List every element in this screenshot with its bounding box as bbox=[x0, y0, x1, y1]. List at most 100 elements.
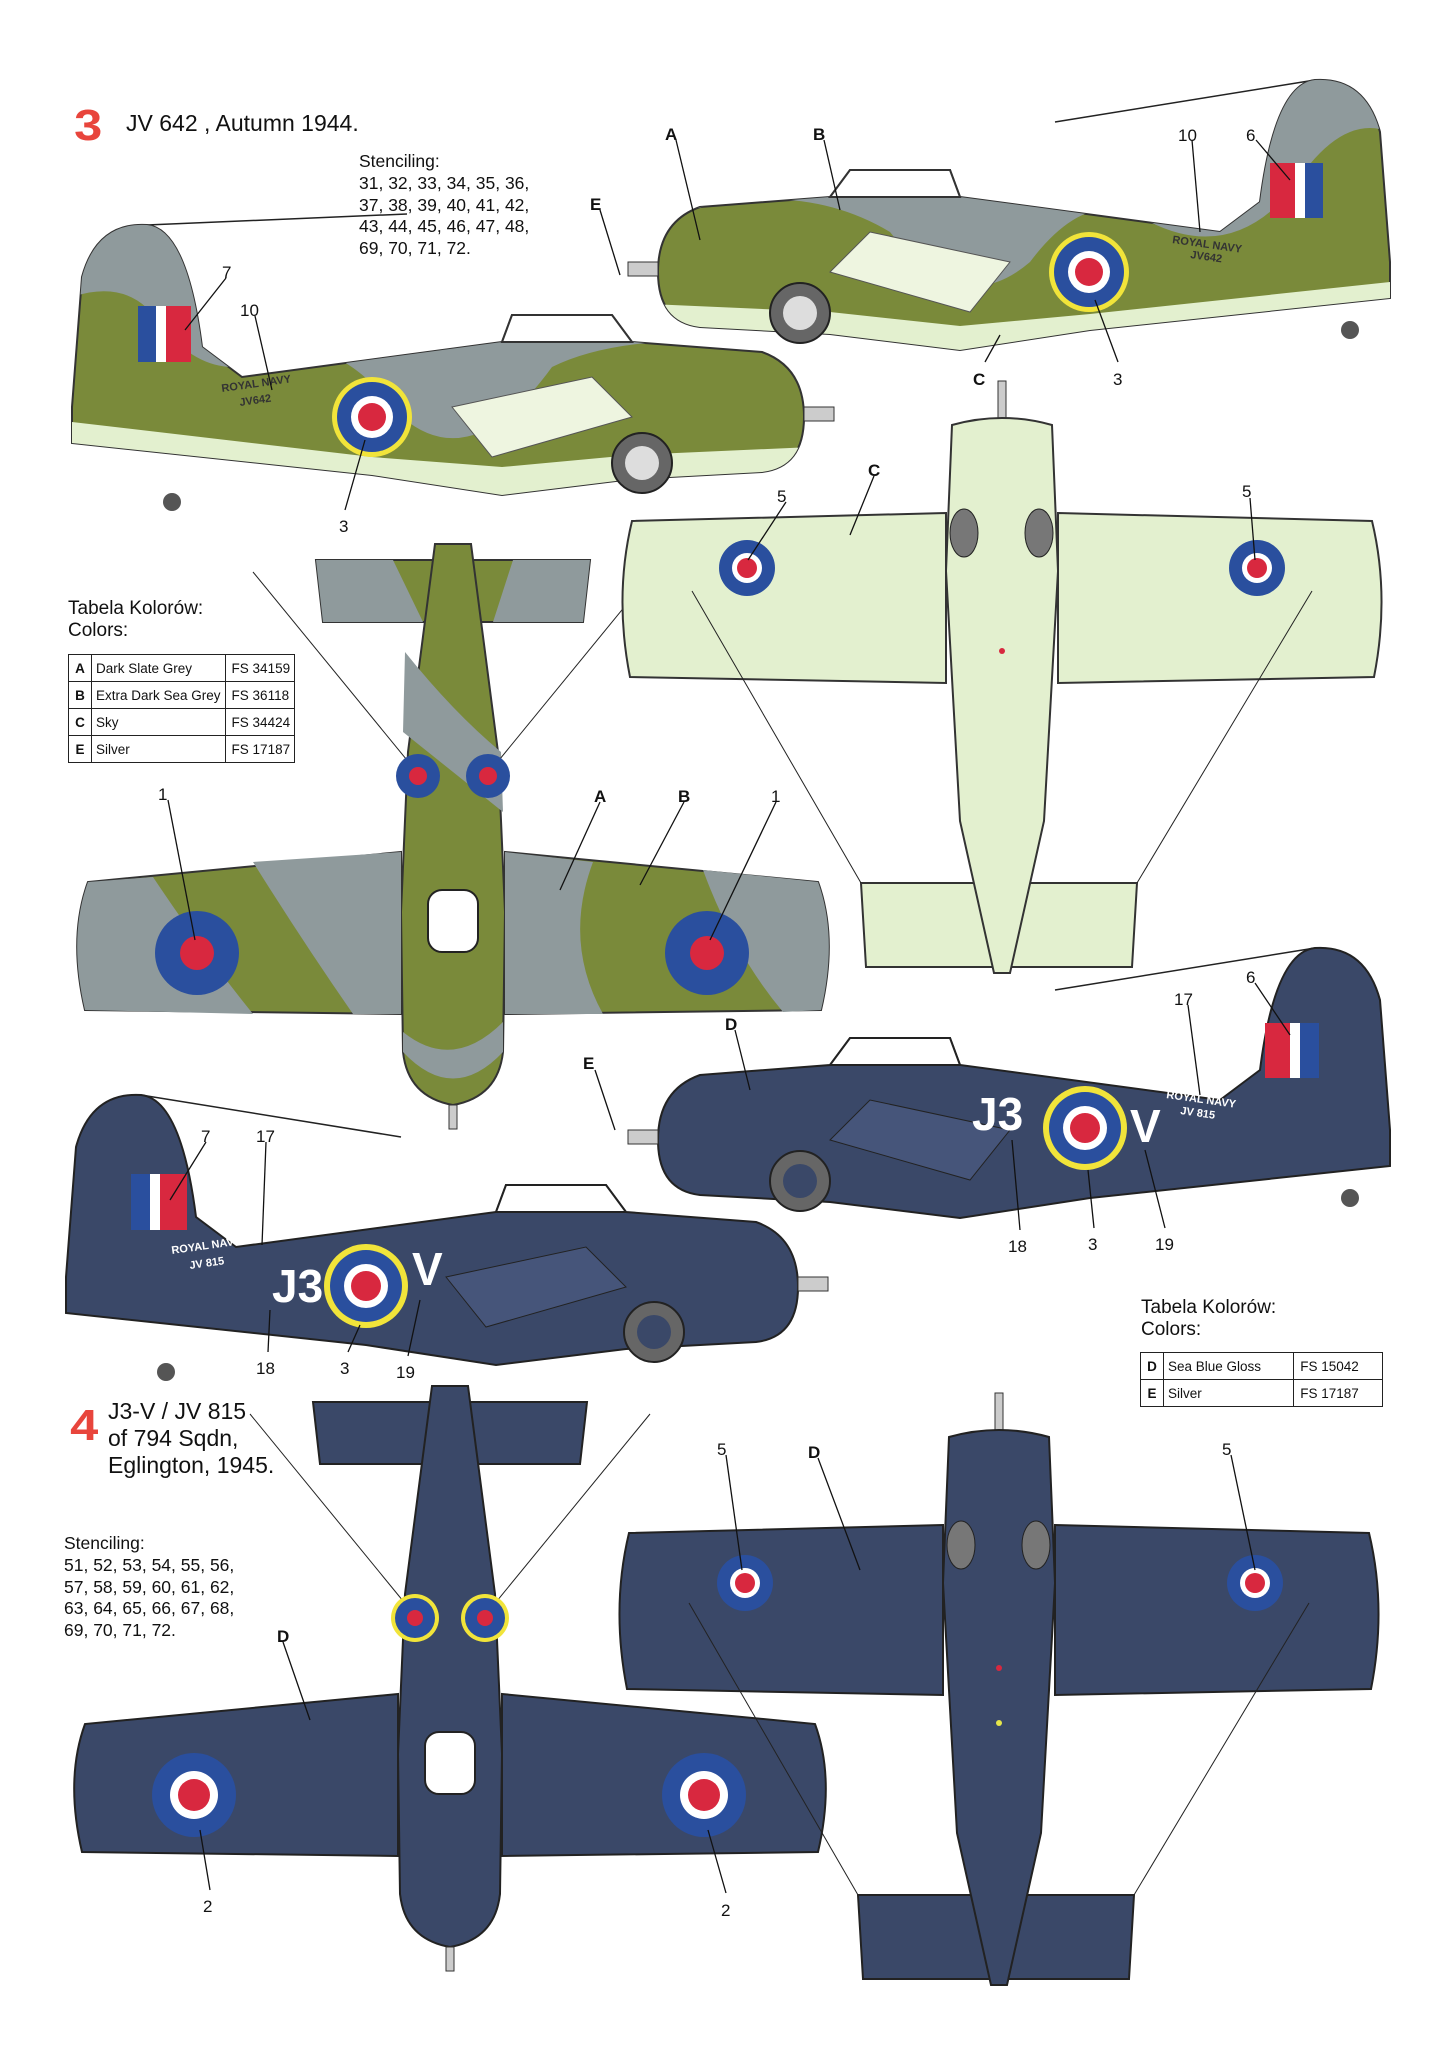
colors-heading-pl: Tabela Kolorów: bbox=[1141, 1297, 1277, 1318]
aircraft-letter-marking: V bbox=[412, 1243, 443, 1295]
callout-label: 3 bbox=[339, 517, 348, 536]
serial-marking: JV642 bbox=[1190, 249, 1223, 265]
colors-heading-en: Colors: bbox=[1141, 1319, 1202, 1340]
callout-label: 1 bbox=[771, 787, 780, 806]
scheme-number: 3 bbox=[74, 101, 103, 150]
color-table-cell: Sky bbox=[91, 708, 226, 736]
scheme-number: 4 bbox=[70, 1401, 99, 1450]
fuselage-roundel bbox=[1043, 1086, 1127, 1170]
callout-label: 1 bbox=[158, 785, 167, 804]
scheme-title: JV 642 , Autumn 1944. bbox=[126, 110, 359, 136]
callout-label: 3 bbox=[1088, 1235, 1097, 1254]
callout-label: C bbox=[973, 370, 985, 389]
color-table-cell: FS 34424 bbox=[224, 708, 296, 736]
profile-right-jv815 bbox=[627, 946, 1391, 1219]
stenciling-list: Stenciling: 31, 32, 33, 34, 35, 36, 37, … bbox=[359, 151, 529, 260]
callout-label: B bbox=[813, 125, 825, 144]
color-table-cell: B bbox=[68, 681, 92, 709]
color-table-cell: Dark Slate Grey bbox=[91, 654, 226, 682]
stenciling-line: 69, 70, 71, 72. bbox=[64, 1620, 176, 1641]
callout-label: 7 bbox=[222, 263, 231, 282]
stenciling-line: 57, 58, 59, 60, 61, 62, bbox=[64, 1576, 235, 1597]
callout-label: 2 bbox=[203, 1897, 212, 1916]
color-table-cell: FS 36118 bbox=[224, 681, 296, 709]
aircraft-letter-marking: V bbox=[1130, 1100, 1161, 1152]
callout-label: 7 bbox=[201, 1127, 210, 1146]
top-view-jv815 bbox=[73, 1385, 827, 1972]
stenciling-list: Stenciling: 51, 52, 53, 54, 55, 56, 57, … bbox=[64, 1533, 234, 1642]
callout-label: E bbox=[583, 1054, 594, 1073]
stenciling-label: Stenciling: bbox=[359, 151, 440, 171]
callout-label: D bbox=[725, 1015, 737, 1034]
squadron-code-marking: J3 bbox=[972, 1088, 1023, 1140]
stenciling-line: 43, 44, 45, 46, 47, 48, bbox=[359, 216, 530, 237]
callout-label: 18 bbox=[1008, 1237, 1027, 1256]
callouts-scheme4 bbox=[169, 982, 1291, 1894]
colors-heading: Tabela Kolorów: Colors: bbox=[68, 598, 203, 642]
title-line: of 794 Sqdn, bbox=[108, 1425, 239, 1451]
callout-label: B bbox=[678, 787, 690, 806]
color-table-cell: FS 17187 bbox=[224, 735, 296, 763]
fuselage-roundel bbox=[332, 377, 412, 457]
callout-label: C bbox=[868, 461, 880, 480]
color-table-cell: D bbox=[1140, 1352, 1164, 1380]
color-table-cell: A bbox=[68, 654, 92, 682]
colors-heading-en: Colors: bbox=[68, 620, 129, 641]
underside-view-jv815 bbox=[618, 1392, 1380, 1986]
color-table-cell: Silver bbox=[1162, 1379, 1295, 1407]
fuselage-roundel bbox=[1049, 232, 1129, 312]
title-line: J3-V / JV 815 bbox=[108, 1398, 247, 1424]
color-table-cell: C bbox=[68, 708, 92, 736]
fuselage-roundel bbox=[324, 1244, 408, 1328]
stenciling-line: 51, 52, 53, 54, 55, 56, bbox=[64, 1554, 235, 1575]
callout-label: 10 bbox=[1178, 126, 1197, 145]
color-table-cell: FS 34159 bbox=[224, 654, 296, 682]
callout-labels-scheme3: 7 10 3 A B 10 6 E C 3 C 5 5 1 A B 1 bbox=[158, 125, 1255, 806]
callout-label: A bbox=[665, 125, 677, 144]
fin-flash bbox=[131, 1174, 187, 1230]
callout-label: 3 bbox=[1113, 370, 1122, 389]
squadron-code-marking: J3 bbox=[272, 1260, 323, 1312]
callout-label: 5 bbox=[717, 1440, 726, 1459]
fin-flash bbox=[138, 306, 191, 362]
stenciling-line: 69, 70, 71, 72. bbox=[359, 238, 471, 259]
callout-label: 5 bbox=[1222, 1440, 1231, 1459]
serial-marking: JV642 bbox=[239, 393, 272, 409]
callout-label: 5 bbox=[1242, 482, 1251, 501]
callout-label: E bbox=[590, 195, 601, 214]
callout-label: A bbox=[594, 787, 606, 806]
callout-label: 3 bbox=[340, 1359, 349, 1378]
callout-label: 17 bbox=[1174, 990, 1193, 1009]
stenciling-label: Stenciling: bbox=[64, 1533, 145, 1553]
callout-label: 6 bbox=[1246, 968, 1255, 987]
stenciling-line: 31, 32, 33, 34, 35, 36, bbox=[359, 172, 530, 193]
callout-labels-scheme4: 6 17 D E 18 3 19 7 17 18 3 19 D 2 2 5 D … bbox=[201, 968, 1255, 1920]
color-table-cell: FS 17187 bbox=[1293, 1379, 1383, 1407]
callout-label: 2 bbox=[721, 1901, 730, 1920]
color-table-cell: E bbox=[68, 735, 92, 763]
callout-label: 6 bbox=[1246, 126, 1255, 145]
title-line: Eglington, 1945. bbox=[108, 1452, 275, 1478]
color-table-cell: Extra Dark Sea Grey bbox=[91, 681, 226, 709]
color-table-cell: Sea Blue Gloss bbox=[1162, 1352, 1295, 1380]
callout-label: 17 bbox=[256, 1127, 275, 1146]
color-table-cell: FS 15042 bbox=[1293, 1352, 1383, 1380]
callout-label: 18 bbox=[256, 1359, 275, 1378]
profile-right-jv642 bbox=[627, 78, 1391, 352]
scheme-title: J3-V / JV 815 of 794 Sqdn, Eglington, 19… bbox=[108, 1398, 274, 1479]
profile-left-jv815 bbox=[65, 1093, 829, 1381]
color-table-cell: E bbox=[1140, 1379, 1164, 1407]
callout-label: D bbox=[277, 1627, 289, 1646]
stenciling-line: 37, 38, 39, 40, 41, 42, bbox=[359, 194, 530, 215]
fin-flash bbox=[1270, 163, 1323, 218]
callout-label: 5 bbox=[777, 487, 786, 506]
underside-view-jv642 bbox=[621, 380, 1383, 974]
